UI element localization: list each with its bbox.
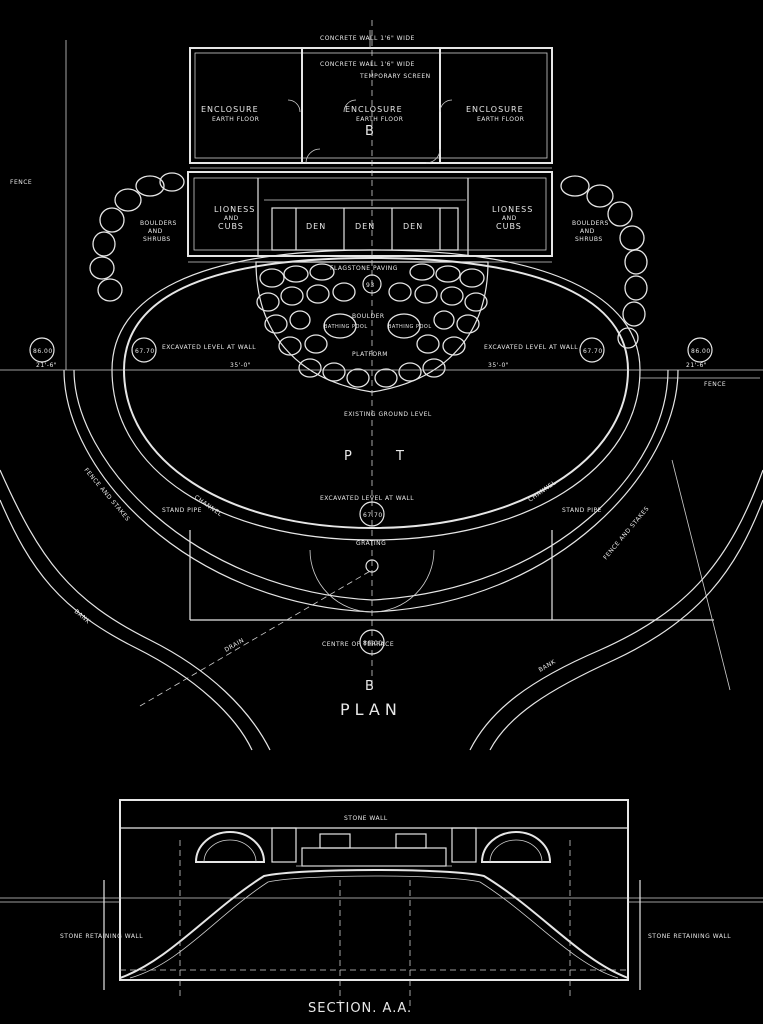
fence-label-right: FENCE [704, 381, 726, 388]
drain-label: DRAIN [224, 637, 246, 654]
boulders-left-1: BOULDERS [140, 220, 177, 227]
lioness-right-1: LIONESS [492, 205, 533, 214]
stone-retaining-left: STONE RETAINING WALL [60, 933, 143, 940]
dim-left-end: 21'-6" [36, 362, 57, 369]
banks [0, 469, 763, 751]
grating-label: GRATING [356, 540, 386, 547]
plan-title: PLAN [340, 700, 402, 719]
boulders-left-3: SHRUBS [143, 236, 171, 243]
dens-block [187, 171, 553, 263]
boulders-right-1: BOULDERS [572, 220, 609, 227]
terrace [189, 530, 714, 621]
enclosure-label-3: ENCLOSURE [466, 105, 524, 114]
lioness-left-1: LIONESS [214, 205, 255, 214]
boulders-right-2: AND [580, 228, 595, 235]
pit-label-p: P [344, 449, 353, 464]
pit-label-t: T [395, 449, 405, 464]
stone-retaining-right: STONE RETAINING WALL [648, 933, 731, 940]
stone-wall-label: STONE WALL [344, 815, 388, 822]
boulders-right-3: SHRUBS [575, 236, 603, 243]
section-aa [0, 799, 763, 1010]
flagstone-label: FLAGSTONE PAVING [330, 265, 398, 272]
excavated-left: EXCAVATED LEVEL AT WALL [162, 344, 256, 351]
excavated-right: EXCAVATED LEVEL AT WALL [484, 344, 578, 351]
section-marker-b-top: B [365, 124, 375, 139]
bank-left: BANK [73, 608, 92, 626]
level-right-outer: 86.00 [691, 348, 711, 355]
level-marker-right-inner [579, 337, 605, 363]
centre-terrace-label: CENTRE OF TERRACE [322, 641, 394, 648]
lioness-right-2: AND [502, 215, 517, 222]
dim-right-span: 35'-0" [488, 362, 509, 369]
drain-line [139, 569, 373, 707]
right-diagonal [671, 459, 731, 691]
lioness-left-2: AND [224, 215, 239, 222]
level-left-outer: 86.00 [33, 348, 53, 355]
channel-right: CHANNEL [527, 479, 558, 503]
level-center-pit: 67.70 [363, 512, 383, 519]
level-marker-left-outer [29, 337, 55, 363]
excavated-center: EXCAVATED LEVEL AT WALL [320, 495, 414, 502]
bathing-pool-left: BATHING POOL [324, 324, 368, 330]
bathing-pool-right: BATHING POOL [388, 324, 432, 330]
level-marker-right-outer [687, 337, 713, 363]
dim-right-end: 21'-6" [686, 362, 707, 369]
concrete-wall-note-mid: CONCRETE WALL 1'6" WIDE [320, 61, 415, 68]
level-marker-left-inner [131, 337, 157, 363]
boulders-right [560, 175, 648, 349]
fence-label-left: FENCE [10, 179, 32, 186]
stand-pipe-left: STAND PIPE [162, 507, 202, 514]
den-label-2: DEN [355, 222, 375, 231]
level-center-top: 93 [366, 282, 375, 289]
level-right-inner: 67.70 [583, 348, 603, 355]
level-marker-terrace [359, 629, 385, 655]
boulders-left-2: AND [148, 228, 163, 235]
lioness-right-3: CUBS [496, 222, 522, 231]
enclosure-sub-3: EARTH FLOOR [477, 116, 524, 123]
lioness-left-3: CUBS [218, 222, 244, 231]
level-center-terrace: 86.00 [363, 640, 383, 647]
level-left-inner: 67.70 [135, 348, 155, 355]
level-marker-center-pit [359, 501, 385, 527]
temporary-screen-note: TEMPORARY SCREEN [359, 73, 431, 80]
section-title: SECTION. A.A. [308, 1001, 412, 1016]
boulder-label: BOULDER [352, 313, 385, 320]
dim-left-span: 35'-0" [230, 362, 251, 369]
fence-stakes-left: FENCE AND STAKES [82, 467, 131, 523]
boulders-left [89, 172, 185, 302]
concrete-wall-note-top: CONCRETE WALL 1'6" WIDE [320, 35, 415, 42]
fence-stakes-right: FENCE AND STAKES [602, 505, 651, 561]
existing-ground-label: EXISTING GROUND LEVEL [344, 411, 432, 418]
enclosure-sub-2: EARTH FLOOR [356, 116, 403, 123]
pit-outline [63, 249, 679, 613]
enclosure-label-1: ENCLOSURE [201, 105, 259, 114]
enclosure-sub-1: EARTH FLOOR [212, 116, 259, 123]
section-marker-b-bottom: B [365, 679, 375, 694]
enclosure-label-2: ENCLOSURE [345, 105, 403, 114]
stand-pipe-right: STAND PIPE [562, 507, 602, 514]
den-label-3: DEN [403, 222, 423, 231]
drain-marker [365, 559, 379, 573]
enclosure-building [189, 30, 553, 169]
platform-label: PLATFORM [352, 351, 388, 358]
den-label-1: DEN [306, 222, 326, 231]
